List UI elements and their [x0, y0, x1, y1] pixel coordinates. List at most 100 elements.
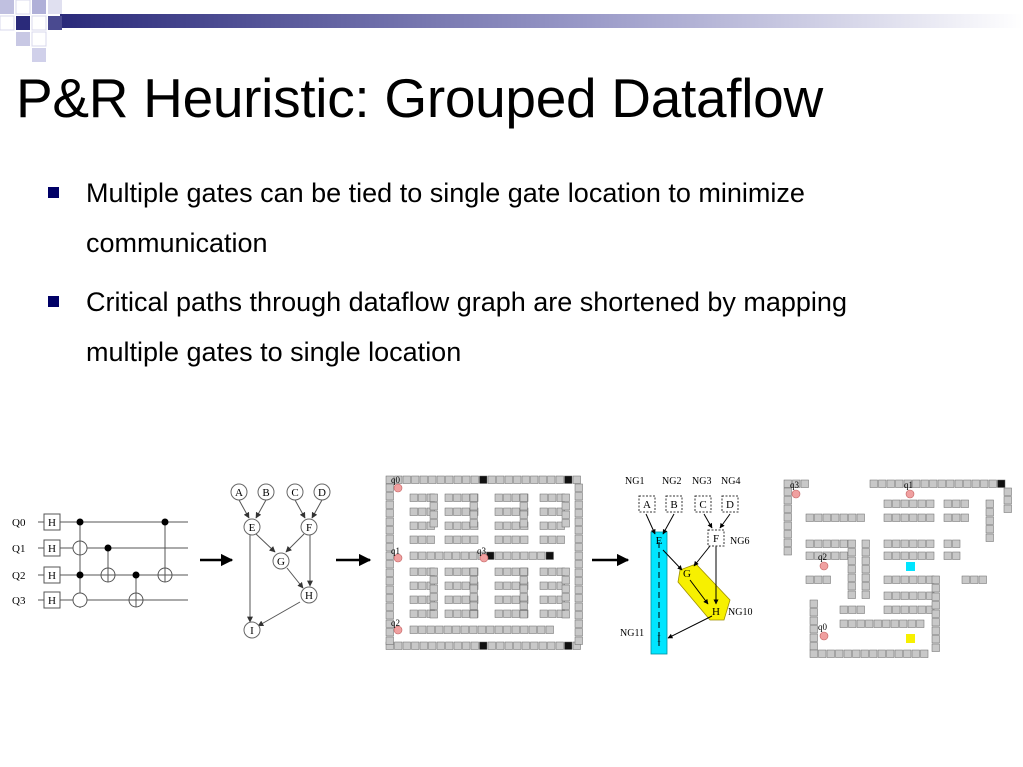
- grid-cell: [418, 551, 427, 560]
- grid-cell: [892, 575, 901, 584]
- grid-cell: [843, 649, 852, 658]
- grid-cell: [429, 510, 438, 519]
- grid-cell: [805, 513, 814, 522]
- svg-text:G: G: [683, 568, 691, 580]
- grid-cell: [385, 619, 394, 628]
- grid-cell: [826, 649, 835, 658]
- grid-cell: [574, 577, 583, 586]
- group-label: NG6: [730, 536, 749, 547]
- grid-cell: [385, 492, 394, 501]
- grid-cell: [561, 519, 570, 528]
- grid-cell: [926, 499, 935, 508]
- dataflow-graph: A B C D E F G H I: [230, 483, 331, 639]
- grid-cell: [574, 551, 583, 560]
- grid-cell: [917, 513, 926, 522]
- grid-cell: [494, 535, 503, 544]
- grid-cell: [792, 479, 801, 488]
- grid-cell: [545, 625, 554, 634]
- grid-cell: [547, 641, 556, 650]
- grid-cell: [878, 479, 887, 488]
- grid-cell: [428, 475, 437, 484]
- grid-cell: [809, 642, 818, 651]
- grid-cell: [873, 619, 882, 628]
- grid-cell: [520, 625, 529, 634]
- grid-cell: [926, 539, 935, 548]
- grid-cell: [470, 535, 479, 544]
- graph-node: A: [638, 495, 656, 513]
- grid-cell: [783, 530, 792, 539]
- highlight-cell-yellow: [906, 634, 915, 643]
- grid-cell: [847, 590, 856, 599]
- grid-cell: [444, 521, 453, 530]
- qubit-label: q1: [904, 480, 913, 490]
- grid-cell: [574, 560, 583, 569]
- grid-cell: [503, 567, 512, 576]
- qubit-marker: [393, 625, 403, 635]
- grid-cell: [511, 609, 520, 618]
- graph-node: F: [707, 529, 725, 547]
- graph-node: G: [683, 568, 691, 580]
- grid-cell: [519, 576, 528, 585]
- grid-cell: [985, 525, 994, 534]
- grid-cell: [907, 619, 916, 628]
- grid-cell: [519, 519, 528, 528]
- hadamard-gate: H: [43, 566, 61, 584]
- grid-cell: [883, 591, 892, 600]
- grid-cell: [418, 535, 427, 544]
- grid-cell: [909, 513, 918, 522]
- grid-cell: [453, 535, 462, 544]
- graph-node: B: [257, 483, 275, 501]
- grid-cell: [574, 602, 583, 611]
- svg-text:B: B: [262, 487, 269, 499]
- grid-cell: [900, 539, 909, 548]
- group-label: NG3: [692, 476, 711, 487]
- grid-cell: [574, 534, 583, 543]
- grid-cell: [860, 649, 869, 658]
- bullet-item: Critical paths through dataflow graph ar…: [46, 277, 946, 377]
- grid-cell: [426, 551, 435, 560]
- grid-cell: [900, 591, 909, 600]
- hadamard-gate: H: [43, 513, 61, 531]
- grid-cell: [503, 521, 512, 530]
- grid-cell: [539, 581, 548, 590]
- grid-cell: [503, 493, 512, 502]
- grid-cell: [952, 513, 961, 522]
- grid-cell: [519, 610, 528, 619]
- grid-cell: [574, 636, 583, 645]
- qubit-marker: [819, 561, 829, 571]
- cnot-gate: [157, 518, 173, 583]
- grid-cell: [561, 502, 570, 511]
- grid-cell: [561, 567, 570, 576]
- grid-cell: [385, 636, 394, 645]
- grid-cell: [883, 539, 892, 548]
- grid-cell: [931, 635, 940, 644]
- group-label: NG4: [721, 476, 740, 487]
- grid-cell: [411, 641, 420, 650]
- svg-text:F: F: [713, 533, 719, 545]
- grid-cell: [783, 538, 792, 547]
- grid-cell: [900, 499, 909, 508]
- grid-cell: [385, 602, 394, 611]
- grid-cell: [822, 513, 831, 522]
- grid-cell: [539, 507, 548, 516]
- qubit-label: q2: [391, 618, 400, 628]
- grid-cell: [883, 575, 892, 584]
- pipeline-figure: Q0 Q1 Q2 Q3 H H H H: [12, 475, 1012, 658]
- grid-cell: [418, 493, 427, 502]
- grid-cell: [409, 493, 418, 502]
- grid-cell: [814, 513, 823, 522]
- grid-cell: [453, 507, 462, 516]
- grid-cell: [847, 548, 856, 557]
- grid-cell: [444, 507, 453, 516]
- grid-cell: [574, 517, 583, 526]
- grid-cell: [574, 619, 583, 628]
- grid-cell: [548, 595, 557, 604]
- grid-cell: [460, 551, 469, 560]
- grid-cell: [385, 509, 394, 518]
- svg-text:B: B: [670, 499, 677, 511]
- grid-cell: [561, 593, 570, 602]
- grid-cell: [470, 641, 479, 650]
- grid-cells: [783, 479, 1012, 658]
- grid-cell: [856, 619, 865, 628]
- wire-label: Q1: [12, 543, 25, 555]
